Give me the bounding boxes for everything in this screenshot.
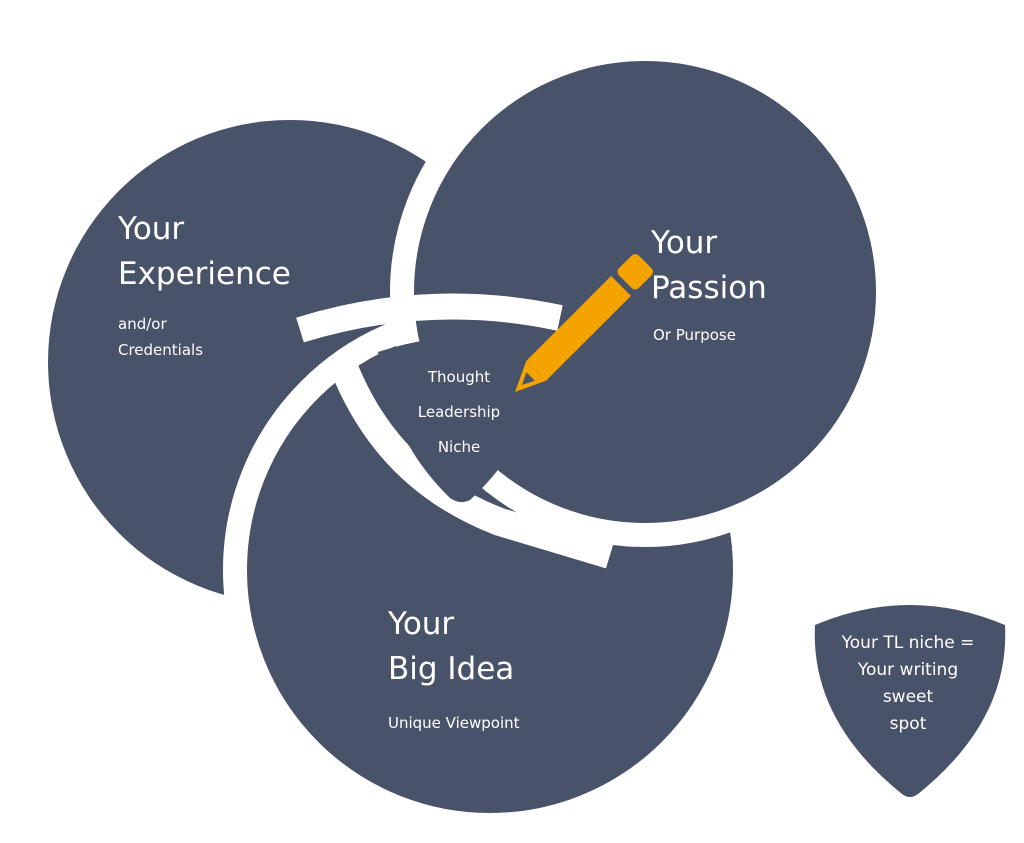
center-niche-shape: [378, 336, 541, 503]
legend-line-2: Your writing: [857, 660, 959, 680]
legend-line-3: sweet: [882, 687, 934, 707]
center-line-2: Leadership: [417, 403, 501, 421]
passion-sub-1: Or Purpose: [653, 326, 736, 344]
weave-gap: [332, 364, 615, 569]
big-idea-sub-1: Unique Viewpoint: [388, 714, 520, 732]
big-idea-title-2: Big Idea: [388, 651, 515, 687]
legend-line-4: spot: [889, 714, 927, 734]
experience-sub-2: Credentials: [118, 341, 204, 359]
legend-shield-shape: [814, 605, 1006, 797]
pencil-icon: [515, 254, 653, 392]
experience-title-1: Your: [118, 211, 185, 247]
passion-title-1: Your: [651, 225, 718, 261]
big-idea-title-1: Your: [388, 606, 455, 642]
weave-gap: [296, 293, 563, 343]
center-line-1: Thought: [427, 368, 491, 386]
legend-line-1: Your TL niche =: [841, 633, 975, 653]
experience-title-2: Experience: [118, 256, 291, 292]
center-line-3: Niche: [437, 438, 481, 456]
passion-title-2: Passion: [651, 270, 767, 306]
experience-sub-1: and/or: [118, 315, 167, 333]
